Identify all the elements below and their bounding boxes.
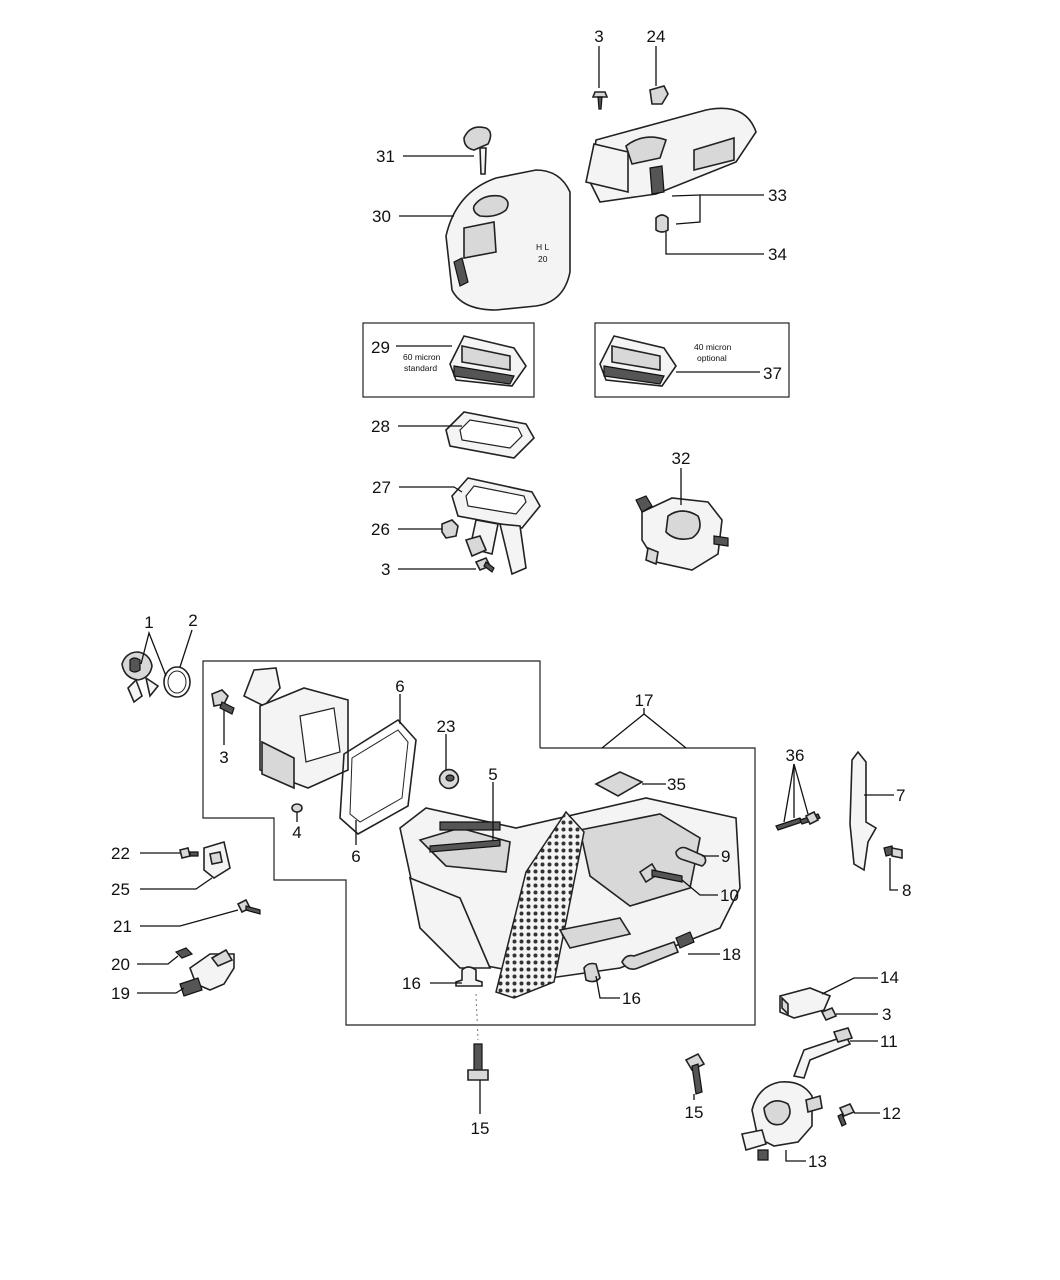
cover-30-mark-1: H L bbox=[536, 242, 550, 252]
part-1-switch bbox=[121, 651, 160, 704]
filter-37-note-2: optional bbox=[697, 353, 727, 363]
part-16-bushing-center bbox=[455, 966, 483, 987]
callout-17: 17 bbox=[635, 691, 654, 710]
part-25-bracket bbox=[203, 840, 231, 879]
part-22-screw bbox=[179, 847, 199, 859]
callout-8: 8 bbox=[902, 881, 911, 900]
part-32-carburetor bbox=[635, 495, 729, 571]
callout-3: 3 bbox=[594, 27, 603, 46]
callout-10: 10 bbox=[720, 886, 739, 905]
part-34-sleeve bbox=[655, 214, 669, 233]
assembly-17-frame bbox=[202, 660, 756, 1026]
part-8-screw bbox=[883, 845, 903, 859]
callout-18: 18 bbox=[722, 945, 741, 964]
callout-12: 12 bbox=[882, 1104, 901, 1123]
part-20-clip bbox=[174, 947, 194, 959]
part-3-screw-filter-base bbox=[474, 556, 495, 573]
part-23-grommet bbox=[438, 768, 460, 790]
part-4-intake-housing bbox=[242, 667, 349, 813]
part-27-filter-base bbox=[451, 477, 541, 576]
callout-16: 16 bbox=[622, 989, 641, 1008]
part-18-adjuster bbox=[621, 931, 695, 970]
cover-30-mark-2: 20 bbox=[538, 254, 548, 264]
filter-37-box bbox=[594, 322, 790, 398]
callout-29: 29 bbox=[371, 338, 390, 357]
callout-3: 3 bbox=[219, 748, 228, 767]
callout-15: 15 bbox=[471, 1119, 490, 1138]
filter-37-note-1: 40 micron bbox=[694, 342, 732, 352]
filter-29-note-1: 60 micron bbox=[403, 352, 441, 362]
callout-37: 37 bbox=[763, 364, 782, 383]
part-37-filter-40-micron bbox=[599, 335, 677, 387]
callout-3: 3 bbox=[381, 560, 390, 579]
callout-22: 22 bbox=[111, 844, 130, 863]
callout-25: 25 bbox=[111, 880, 130, 899]
callout-24: 24 bbox=[647, 27, 666, 46]
part-10-bolt bbox=[638, 862, 683, 884]
part-36-studs bbox=[775, 810, 821, 831]
part-35-plate bbox=[594, 771, 644, 797]
callout-1: 1 bbox=[144, 613, 153, 632]
part-3-screw-top bbox=[591, 91, 609, 110]
part-15-bolt-right bbox=[684, 1052, 706, 1095]
part-9-bushing bbox=[675, 846, 707, 867]
filter-29-box bbox=[362, 322, 535, 398]
callout-7: 7 bbox=[896, 786, 905, 805]
part-29-filter-60-micron bbox=[449, 335, 527, 387]
part-12-screw bbox=[837, 1102, 856, 1127]
callout-2: 2 bbox=[188, 611, 197, 630]
callout-4: 4 bbox=[292, 823, 301, 842]
part-7-guard-plate bbox=[849, 750, 878, 872]
part-26-nut bbox=[441, 519, 459, 539]
part-6-gasket bbox=[339, 718, 417, 835]
callout-28: 28 bbox=[371, 417, 390, 436]
callout-6: 6 bbox=[351, 847, 360, 866]
part-5-stud bbox=[429, 839, 501, 853]
part-3-screw-left bbox=[211, 689, 235, 715]
callout-19: 19 bbox=[111, 984, 130, 1003]
callout-3: 3 bbox=[882, 1005, 891, 1024]
callout-23: 23 bbox=[437, 717, 456, 736]
callout-31: 31 bbox=[376, 147, 395, 166]
part-31-knob bbox=[463, 126, 492, 175]
callout-9: 9 bbox=[721, 847, 730, 866]
part-28-gasket bbox=[445, 411, 535, 459]
filter-29-note-2: standard bbox=[404, 363, 437, 373]
callout-36: 36 bbox=[786, 746, 805, 765]
callout-27: 27 bbox=[372, 478, 391, 497]
callout-6: 6 bbox=[395, 677, 404, 696]
part-3-screw-bottom bbox=[820, 1006, 838, 1022]
callout-32: 32 bbox=[672, 449, 691, 468]
part-11-hose bbox=[792, 1027, 854, 1079]
part-30-filter-cover: H L 20 bbox=[445, 169, 571, 311]
part-21-screw bbox=[236, 898, 261, 915]
part-33-shroud bbox=[585, 107, 757, 203]
callout-11: 11 bbox=[880, 1032, 898, 1051]
part-15-bolt-left bbox=[467, 1043, 489, 1081]
part-13-oil-pump bbox=[741, 1080, 823, 1161]
part-2-o-ring bbox=[163, 666, 191, 698]
callout-33: 33 bbox=[768, 186, 787, 205]
callout-5: 5 bbox=[488, 765, 497, 784]
part-17-crankcase-assembly bbox=[399, 797, 741, 999]
part-19-trigger bbox=[179, 948, 235, 997]
callout-34: 34 bbox=[768, 245, 787, 264]
callout-21: 21 bbox=[113, 917, 132, 936]
callout-14: 14 bbox=[880, 968, 899, 987]
part-24-clip bbox=[649, 85, 669, 105]
callout-20: 20 bbox=[111, 955, 130, 974]
callout-35: 35 bbox=[667, 775, 686, 794]
callout-13: 13 bbox=[808, 1152, 827, 1171]
callout-30: 30 bbox=[372, 207, 391, 226]
callout-15: 15 bbox=[685, 1103, 704, 1122]
callout-26: 26 bbox=[371, 520, 390, 539]
callout-16: 16 bbox=[402, 974, 421, 993]
part-14-cover bbox=[779, 987, 832, 1019]
